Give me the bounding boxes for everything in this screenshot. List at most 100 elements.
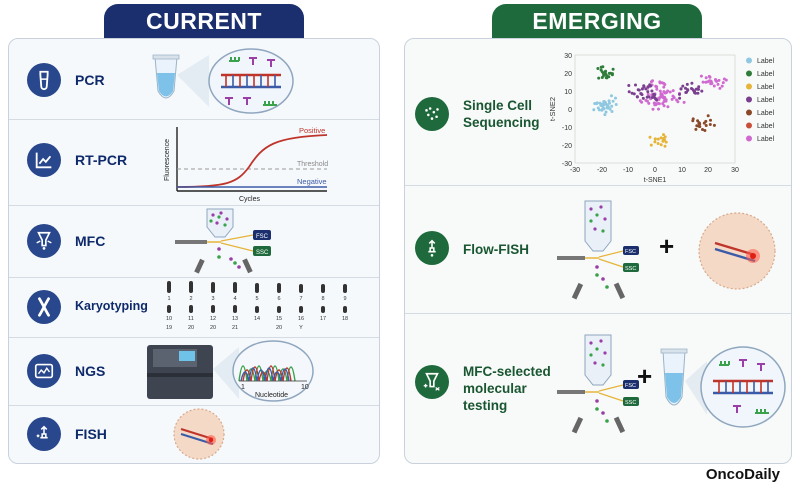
tsne-plot: -30 -20 -10 0 10 20 30 t-SNE1 30 20 10 0… <box>548 53 775 184</box>
tsne-point <box>644 98 648 102</box>
karyo-label-20c: 20 <box>276 325 282 331</box>
brand-logo: OncoDaily <box>705 466 780 483</box>
tsne-point <box>696 87 700 91</box>
tsne-point <box>601 103 605 107</box>
mfc-illustration: FSC SSC <box>175 208 271 274</box>
rt-pcr-negative: Negative <box>297 177 327 186</box>
tsne-legend-swatch <box>746 57 752 64</box>
tsne-point <box>605 106 609 109</box>
tsne-point <box>593 102 597 105</box>
mfc-molecular-illustration: FSC SSC <box>557 334 639 434</box>
tsne-ytick-1: 30 <box>564 53 572 60</box>
tsne-point <box>671 89 675 93</box>
flow-fish-cell <box>698 212 776 290</box>
tsne-point <box>686 88 690 92</box>
karyo-label-19: 19 <box>166 325 172 331</box>
karyo-label-12: 12 <box>210 316 216 322</box>
tsne-point <box>603 101 607 104</box>
tsne-point <box>646 90 650 94</box>
tsne-point <box>709 118 712 122</box>
tsne-point <box>718 86 722 90</box>
karyo-label-6: 6 <box>277 296 280 302</box>
tsne-point <box>658 80 662 84</box>
tsne-point <box>647 101 651 105</box>
tsne-point <box>697 85 701 89</box>
tsne-point <box>698 125 702 129</box>
tsne-point <box>610 73 614 77</box>
flow-fish-ssc: SSC <box>625 266 636 272</box>
tsne-point <box>663 97 667 101</box>
tsne-ytick-4: 0 <box>568 107 572 114</box>
karyo-label-13: 13 <box>232 316 238 322</box>
karyo-label-11: 11 <box>188 316 194 322</box>
tsne-point <box>611 99 615 103</box>
tsne-point <box>651 107 655 111</box>
tsne-xtick-3: -10 <box>623 167 633 174</box>
tsne-point <box>660 92 664 96</box>
tsne-point <box>663 135 667 139</box>
tsne-point <box>697 121 701 125</box>
karyo-label-8: 8 <box>321 296 324 302</box>
tsne-point <box>672 96 676 100</box>
tsne-point <box>600 108 604 112</box>
tsne-legend-swatch <box>746 109 752 116</box>
mfc-molecular-fsc: FSC <box>625 383 636 389</box>
tsne-point <box>605 103 609 107</box>
tsne-point <box>656 137 660 141</box>
flow-fish-icon <box>415 231 449 265</box>
tsne-point <box>706 114 710 118</box>
fish-illustration <box>173 408 225 460</box>
karyo-label-1: 1 <box>167 296 170 302</box>
tsne-point <box>614 103 618 106</box>
tsne-point <box>649 84 653 88</box>
tsne-legend-swatch <box>746 83 752 90</box>
flow-fish-illustration: FSC SSC <box>557 200 639 300</box>
tsne-point <box>604 110 608 114</box>
label-flow-fish: Flow-FISH <box>463 242 529 257</box>
tsne-point <box>658 89 662 93</box>
tsne-point <box>595 101 599 105</box>
tsne-point <box>668 90 672 94</box>
tsne-xtick-6: 20 <box>704 167 712 174</box>
label-ngs: NGS <box>75 363 106 379</box>
tsne-point <box>598 101 602 105</box>
tsne-point <box>664 140 668 144</box>
tsne-point <box>597 76 601 80</box>
tsne-point <box>627 90 631 94</box>
ngs-x-start: 1 <box>241 384 245 391</box>
tsne-point <box>714 78 717 81</box>
label-mfc-molecular: MFC-selected molecular testing <box>463 364 551 413</box>
tsne-point <box>704 76 708 80</box>
tsne-xtick-2: -20 <box>597 167 607 174</box>
mfc-ssc-label: SSC <box>256 250 269 256</box>
karyo-label-17: 17 <box>320 316 326 322</box>
tsne-point <box>706 80 710 84</box>
tsne-point <box>649 143 653 147</box>
tsne-point <box>663 144 667 148</box>
tsne-point <box>694 127 698 131</box>
tsne-point <box>663 91 667 95</box>
microscope-probe-icon <box>27 417 61 451</box>
tsne-point <box>661 102 665 106</box>
tsne-point <box>642 85 646 88</box>
emerging-panel: Single Cell Sequencing -30 -20 -10 0 10 … <box>404 38 792 464</box>
tsne-point <box>690 81 694 85</box>
row-mfc-molecular: MFC-selected molecular testing FSC SSC + <box>405 313 791 463</box>
tsne-point <box>655 85 659 89</box>
tsne-point <box>678 92 681 96</box>
tsne-point <box>708 75 712 79</box>
tsne-point <box>655 87 659 91</box>
karyo-label-9: 9 <box>343 296 346 302</box>
row-pcr: PCR <box>9 39 379 120</box>
flow-molecular-icon <box>415 365 449 399</box>
tube-icon <box>27 63 61 97</box>
mfc-fsc-label: FSC <box>256 234 269 240</box>
tsne-point <box>634 83 637 87</box>
tsne-point <box>678 96 682 100</box>
tsne-xlabel: t-SNE1 <box>644 177 667 184</box>
current-panel: PCR <box>8 38 380 464</box>
karyo-label-20b: 20 <box>210 325 216 331</box>
tsne-point <box>632 92 636 96</box>
label-single-cell: Single Cell Sequencing <box>463 98 540 130</box>
tsne-ytick-7: -30 <box>562 161 572 168</box>
